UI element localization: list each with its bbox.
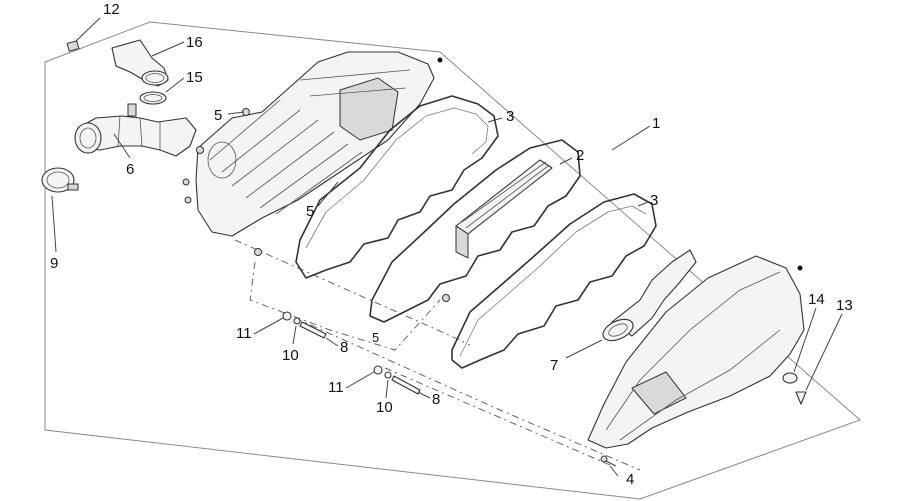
screws-part-5 [182, 108, 450, 302]
callout-12: 12 [103, 1, 120, 18]
callout-3-right: 3 [650, 192, 658, 209]
alignment-lines [234, 239, 641, 471]
callout-16: 16 [186, 34, 203, 51]
callout-5-top: 5 [214, 107, 222, 124]
callout-9: 9 [50, 255, 58, 272]
callout-3-left: 3 [506, 108, 514, 125]
inlet-tube-part-7 [602, 249, 697, 342]
callout-6: 6 [126, 161, 134, 178]
hose-clamp-part-9 [41, 167, 79, 193]
callout-5-middle: 5 [306, 203, 314, 220]
callout-labels: 12 16 15 5 6 9 5 3 2 1 3 5 7 4 14 13 11 … [50, 1, 853, 488]
callout-1: 1 [652, 115, 660, 132]
intake-duct-part-6 [74, 103, 197, 157]
callout-7: 7 [550, 357, 558, 374]
leader-lines [51, 17, 843, 477]
drain-plug-part-13 [795, 391, 807, 405]
marker-dot-housing [437, 57, 443, 63]
intake-elbow-part-16 [111, 39, 169, 87]
callout-13: 13 [836, 297, 853, 314]
clip-part-12 [66, 40, 80, 52]
callout-14: 14 [808, 291, 825, 308]
assembly-frame [44, 21, 861, 500]
marker-dot-cover [797, 265, 803, 271]
callout-11-lower: 11 [328, 379, 344, 396]
callout-10-lower: 10 [376, 399, 393, 416]
gasket-part-3-right [451, 193, 657, 369]
screw-part-4 [600, 455, 617, 467]
bolt-set-upper [282, 311, 327, 339]
callout-8-upper: 8 [340, 339, 348, 356]
callout-2: 2 [576, 147, 584, 164]
callout-11-upper: 11 [236, 325, 252, 342]
gasket-part-3-left [295, 95, 499, 279]
air-box-housing [195, 51, 435, 237]
ring-clamp-part-15 [139, 91, 167, 105]
filter-element-part-2 [369, 139, 581, 323]
air-box-cover [587, 255, 805, 449]
callout-4: 4 [626, 471, 634, 488]
small-clamp-part-14 [782, 372, 798, 384]
callout-5-bottom: 5 [372, 330, 379, 345]
callout-8-lower: 8 [432, 391, 440, 408]
bolt-set-lower [373, 365, 421, 395]
callout-10-upper: 10 [282, 347, 299, 364]
callout-15: 15 [186, 69, 203, 86]
